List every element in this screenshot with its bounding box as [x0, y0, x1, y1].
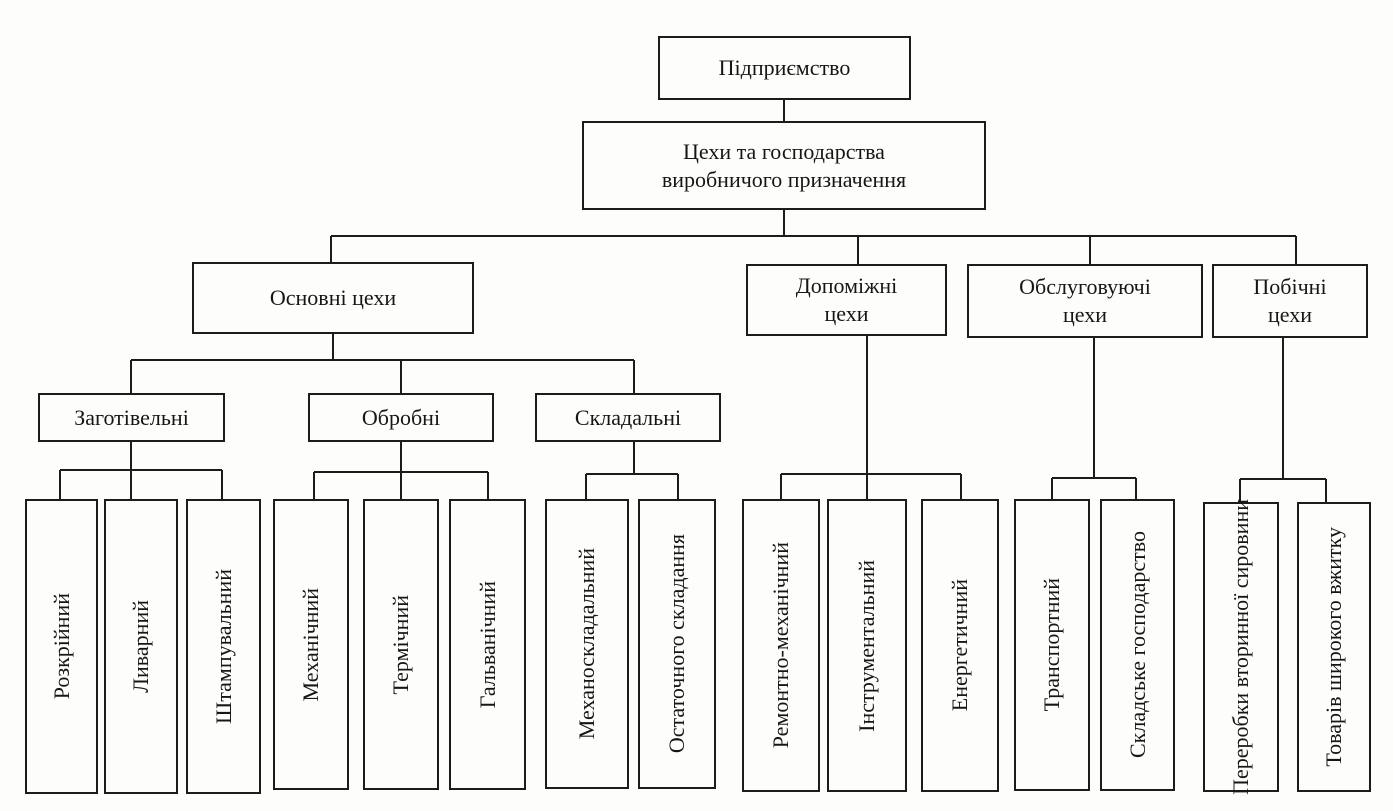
shop-box-cutting: Розкрійний	[25, 499, 98, 794]
shop-box-stamping: Штампувальний	[186, 499, 261, 794]
shop-box-final-assembly: Остаточного складання	[638, 499, 716, 789]
side-shops-label: Побічні цехи	[1253, 274, 1327, 327]
shop-label-energy: Енергетичний	[947, 579, 972, 712]
shop-box-repair-mech: Ремонтно-механічний	[742, 499, 820, 792]
main-shops-label: Основні цехи	[269, 285, 397, 310]
shop-label-final-assembly: Остаточного складання	[664, 534, 689, 754]
production-box: Цехи та господарства виробничого признач…	[582, 121, 986, 210]
shop-label-mechanical: Механічний	[298, 587, 323, 702]
shop-label-cutting: Розкрійний	[48, 593, 74, 700]
shop-label-repair-mech: Ремонтно-механічний	[768, 542, 793, 749]
root-label: Підприємство	[718, 55, 851, 80]
shop-box-consumer-goods: Товарів широкого вжитку	[1297, 502, 1371, 792]
assembly-shops-box: Складальні	[535, 393, 721, 442]
shop-box-warehouse: Складське господарство	[1100, 499, 1175, 791]
shop-box-transport: Транспортний	[1014, 499, 1090, 791]
service-shops-label: Обслуговуючі цехи	[1019, 274, 1151, 327]
shop-box-thermal: Термічний	[363, 499, 439, 790]
main-shops-box: Основні цехи	[192, 262, 474, 334]
assembly-shops-label: Складальні	[574, 404, 682, 430]
shop-label-galvanic: Гальванічний	[474, 580, 500, 709]
shop-box-recycling: Переробки вторинної сировини	[1203, 499, 1279, 795]
shop-label-mech-assembly: Механоскладальний	[574, 548, 599, 740]
production-label: Цехи та господарства виробничого признач…	[661, 138, 907, 192]
shop-box-energy: Енергетичний	[921, 499, 999, 792]
shop-label-foundry: Ливарний	[128, 600, 153, 693]
shop-box-mechanical: Механічний	[273, 499, 349, 790]
blank-shops-label: Заготівельні	[74, 404, 189, 430]
shop-label-thermal: Термічний	[388, 594, 413, 695]
processing-shops-box: Обробні	[308, 393, 494, 442]
service-shops-box: Обслуговуючі цехи	[967, 264, 1203, 338]
shop-label-stamping: Штампувальний	[210, 569, 236, 724]
blank-shops-box: Заготівельні	[38, 393, 225, 442]
shop-label-recycling: Переробки вторинної сировини	[1228, 499, 1253, 795]
processing-shops-label: Обробні	[361, 404, 441, 430]
side-shops-box: Побічні цехи	[1212, 264, 1368, 338]
root-box: Підприємство	[658, 36, 911, 100]
shop-label-warehouse: Складське господарство	[1124, 531, 1150, 759]
auxiliary-shops-box: Допоміжні цехи	[746, 264, 947, 336]
shop-label-tool: Інструментальний	[854, 559, 879, 732]
shop-box-foundry: Ливарний	[104, 499, 178, 794]
shop-box-galvanic: Гальванічний	[449, 499, 526, 790]
shop-box-tool: Інструментальний	[827, 499, 907, 792]
shop-label-transport: Транспортний	[1039, 578, 1064, 712]
shop-label-consumer-goods: Товарів широкого вжитку	[1321, 527, 1346, 767]
auxiliary-shops-label: Допоміжні цехи	[795, 273, 898, 326]
shop-box-mech-assembly: Механоскладальний	[545, 499, 629, 789]
